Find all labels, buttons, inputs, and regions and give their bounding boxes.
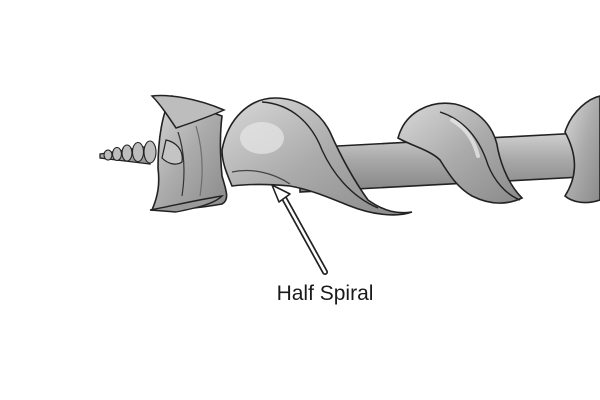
callout-arrow-icon <box>271 184 328 275</box>
cutting-lip <box>177 131 185 197</box>
lead-screw <box>99 139 183 165</box>
spiral-highlight-middle <box>450 118 480 158</box>
half-spiral-highlight <box>240 122 284 154</box>
half-spiral-fold <box>231 169 291 185</box>
half-spiral-edge <box>261 101 379 209</box>
spiral-edge-middle <box>439 111 521 201</box>
spiral-flight-far <box>563 95 600 204</box>
cutting-spur-top <box>150 94 226 129</box>
cutting-lip-shadow <box>195 125 203 197</box>
spiral-flight-middle <box>397 102 524 204</box>
cutting-spur-bottom <box>149 194 225 213</box>
half-spiral-label: Half Spiral <box>276 282 374 305</box>
